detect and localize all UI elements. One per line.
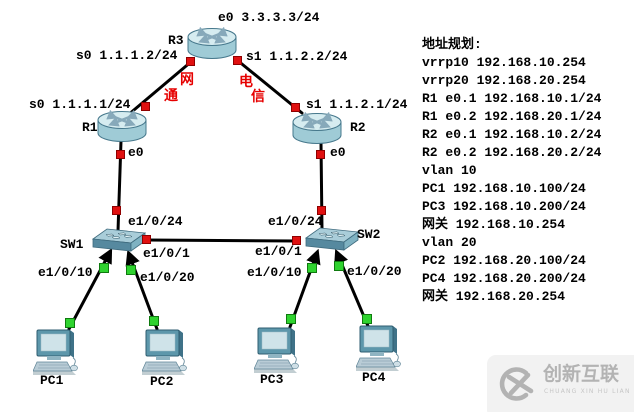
iface-label-sw2-trunk: e1/0/1 bbox=[255, 244, 302, 259]
panel-line-vlan20: vlan 20 bbox=[422, 235, 477, 250]
port-led-sw1-access20 bbox=[126, 265, 136, 275]
port-led-sw1-trunk bbox=[142, 235, 151, 244]
iface-label-r1-s0: s0 1.1.1.1/24 bbox=[29, 97, 131, 112]
iface-label-r1-e0: e0 bbox=[128, 145, 144, 160]
switch-icon bbox=[304, 227, 360, 251]
panel-line-gateway20: 网关 192.168.20.254 bbox=[422, 289, 566, 304]
switch-sw2[interactable] bbox=[303, 225, 361, 260]
port-led-sw2-trunk bbox=[292, 236, 301, 245]
port-led-sw1-access10 bbox=[99, 263, 109, 273]
panel-line-pc4: PC4 192.168.20.200/24 bbox=[422, 271, 586, 286]
isp-label-left-char1: 网 bbox=[180, 72, 194, 88]
port-led-pc2 bbox=[149, 316, 159, 326]
iface-label-r3-s1: s1 1.1.2.2/24 bbox=[246, 49, 348, 64]
device-label-pc3: PC3 bbox=[260, 372, 284, 387]
iface-label-r2-e0: e0 bbox=[330, 145, 346, 160]
port-led-r2-s1 bbox=[291, 103, 300, 112]
iface-label-sw2-access10: e1/0/10 bbox=[247, 265, 302, 280]
address-plan-title: 地址规划: bbox=[422, 37, 482, 52]
switch-icon bbox=[91, 228, 147, 252]
device-label-sw1: SW1 bbox=[60, 237, 84, 252]
panel-line-vlan10: vlan 10 bbox=[422, 163, 477, 178]
device-label-r3: R3 bbox=[168, 33, 184, 48]
router-icon bbox=[187, 26, 237, 59]
router-r3[interactable] bbox=[186, 24, 238, 67]
port-led-sw2-access20 bbox=[334, 261, 344, 271]
iface-label-r3-e0: e0 3.3.3.3/24 bbox=[218, 10, 320, 25]
pc-pc4[interactable] bbox=[354, 322, 402, 377]
pc-icon bbox=[140, 329, 187, 375]
watermark-subtitle-text: CHUANG XIN HU LIAN bbox=[544, 388, 631, 395]
router-icon bbox=[97, 109, 147, 142]
port-led-r3-s1 bbox=[233, 56, 242, 65]
iface-label-sw1-trunk: e1/0/1 bbox=[143, 246, 190, 261]
watermark-badge: 创新互联 CHUANG XIN HU LIAN bbox=[487, 355, 634, 412]
panel-line-vrrp10: vrrp10 192.168.10.254 bbox=[422, 55, 586, 70]
port-led-r2-e0 bbox=[316, 150, 325, 159]
pc-pc2[interactable] bbox=[140, 326, 188, 381]
cable-sw1-sw2 bbox=[144, 238, 300, 243]
isp-label-right-char1: 电 bbox=[239, 74, 253, 90]
port-led-r3-s0 bbox=[186, 57, 195, 66]
iface-label-sw2-uplink: e1/0/24 bbox=[268, 214, 323, 229]
panel-line-r1-e01: R1 e0.1 192.168.10.1/24 bbox=[422, 91, 602, 106]
port-led-sw1-uplink bbox=[112, 206, 121, 215]
iface-label-r2-s1: s1 1.1.2.1/24 bbox=[306, 97, 408, 112]
panel-line-pc3: PC3 192.168.10.200/24 bbox=[422, 199, 586, 214]
pc-pc1[interactable] bbox=[31, 326, 79, 381]
device-label-pc1: PC1 bbox=[40, 373, 64, 388]
panel-line-r2-e02: R2 e0.2 192.168.20.2/24 bbox=[422, 145, 602, 160]
iface-label-sw2-access20: e1/0/20 bbox=[347, 264, 402, 279]
device-label-pc4: PC4 bbox=[362, 370, 386, 385]
iface-label-r3-s0: s0 1.1.1.2/24 bbox=[76, 48, 178, 63]
router-r2[interactable] bbox=[291, 109, 343, 152]
port-led-r1-e0 bbox=[116, 150, 125, 159]
panel-line-r2-e01: R2 e0.1 192.168.10.2/24 bbox=[422, 127, 602, 142]
panel-line-vrrp20: vrrp20 192.168.20.254 bbox=[422, 73, 586, 88]
isp-label-left-char2: 通 bbox=[164, 88, 178, 104]
device-label-sw2: SW2 bbox=[357, 227, 381, 242]
watermark-brand-text: 创新互联 bbox=[543, 363, 620, 385]
cx-logo-icon bbox=[499, 367, 534, 401]
port-led-pc1 bbox=[65, 318, 75, 328]
isp-label-right-char2: 信 bbox=[251, 89, 265, 105]
iface-label-sw1-access20: e1/0/20 bbox=[140, 270, 195, 285]
device-label-r1: R1 bbox=[82, 120, 98, 135]
switch-sw1[interactable] bbox=[90, 226, 148, 261]
port-led-r1-s0 bbox=[141, 102, 150, 111]
address-plan-panel: 地址规划: vrrp10 192.168.10.254 vrrp20 192.1… bbox=[422, 36, 601, 306]
pc-icon bbox=[31, 329, 78, 375]
pc-pc3[interactable] bbox=[252, 324, 300, 379]
iface-label-sw1-uplink: e1/0/24 bbox=[128, 214, 183, 229]
pc-icon bbox=[252, 327, 299, 373]
panel-line-pc2: PC2 192.168.20.100/24 bbox=[422, 253, 586, 268]
port-led-sw2-access10 bbox=[307, 263, 317, 273]
pc-icon bbox=[354, 325, 401, 371]
panel-line-gateway10: 网关 192.168.10.254 bbox=[422, 217, 566, 232]
device-label-pc2: PC2 bbox=[150, 374, 174, 389]
port-led-sw2-uplink bbox=[317, 206, 326, 215]
panel-line-pc1: PC1 192.168.10.100/24 bbox=[422, 181, 586, 196]
port-led-pc3 bbox=[286, 314, 296, 324]
router-icon bbox=[292, 111, 342, 144]
device-label-r2: R2 bbox=[350, 120, 366, 135]
router-r1[interactable] bbox=[96, 107, 148, 150]
panel-line-r1-e02: R1 e0.2 192.168.20.1/24 bbox=[422, 109, 602, 124]
iface-label-sw1-access10: e1/0/10 bbox=[38, 265, 93, 280]
port-led-pc4 bbox=[362, 314, 372, 324]
